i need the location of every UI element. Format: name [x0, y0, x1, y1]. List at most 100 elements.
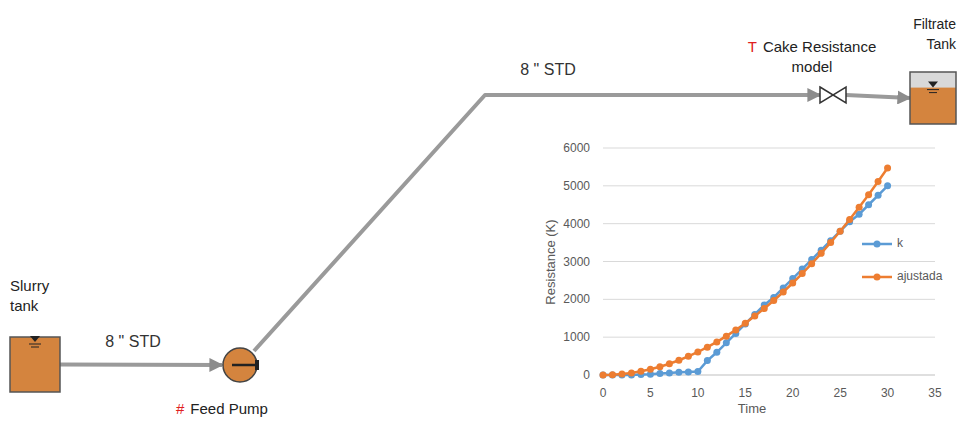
series-point: [827, 239, 834, 246]
tag-marker: #: [176, 400, 184, 417]
node-label: Cake Resistance model: [763, 38, 876, 75]
series-point: [875, 178, 882, 185]
series-point: [647, 366, 654, 373]
series-point: [675, 369, 682, 376]
swatch-dot: [874, 274, 881, 281]
series-point: [600, 372, 607, 379]
tick-label: 1000: [563, 330, 590, 344]
valve-icon: [820, 87, 846, 103]
filtrate-tank: Filtrate Tank: [910, 72, 956, 124]
node-label: Filtrate Tank: [913, 16, 956, 52]
legend-text: ajustada: [897, 269, 942, 283]
tick-label: 6000: [563, 141, 590, 155]
tank-outline: [10, 337, 60, 392]
series-point: [818, 250, 825, 257]
tick-label: 30: [881, 386, 894, 400]
feed-pump: #Feed Pump: [222, 347, 258, 383]
chart-series: [600, 164, 892, 378]
series-point: [837, 228, 844, 235]
tick-label: 0: [600, 386, 607, 400]
legend-row: k: [860, 236, 942, 269]
legend-text: k: [897, 236, 903, 250]
level-mark: [29, 344, 41, 345]
tick-label: 10: [691, 386, 704, 400]
axis-title: Time: [738, 402, 766, 416]
pump-stub: [255, 360, 259, 370]
chart-grid: [603, 148, 935, 337]
data-series: [600, 182, 892, 378]
tick-label: 35: [928, 386, 941, 400]
grid-line: [603, 148, 935, 149]
tick-label: 4000: [563, 217, 590, 231]
tick-label: 3000: [563, 255, 590, 269]
series-point: [666, 370, 673, 377]
series-point: [704, 357, 711, 364]
series-point: [875, 192, 882, 199]
series-point: [694, 368, 701, 375]
tank-liquid: [10, 337, 60, 392]
legend-swatch: [860, 269, 894, 283]
level-mark: [928, 82, 938, 88]
tank-headspace: [910, 72, 956, 124]
tick-label: 0: [583, 368, 590, 382]
series-point: [751, 313, 758, 320]
series-point: [609, 371, 616, 378]
node-label: Slurry tank: [10, 277, 49, 314]
tick-label: 2000: [563, 292, 590, 306]
series-point: [856, 204, 863, 211]
legend-swatch: [860, 236, 894, 250]
pump-body: [223, 348, 257, 382]
series-point: [884, 164, 891, 171]
chart-background: [540, 140, 958, 420]
tick-label: 25: [833, 386, 846, 400]
valve-symbol: [820, 87, 846, 103]
tick-label: 15: [739, 386, 752, 400]
grid-line: [603, 261, 935, 262]
series-point: [723, 339, 730, 346]
series-point: [742, 320, 749, 327]
pipe-connector: [254, 95, 820, 351]
series-point: [837, 228, 844, 235]
series-point: [685, 353, 692, 360]
pipe-connector: [60, 363, 222, 368]
tick-label: 20: [786, 386, 799, 400]
pipe-connector: [846, 95, 910, 98]
cake-resistance-valve: TCake Resistance model: [820, 87, 846, 103]
node-caption: Filtrate Tank: [902, 14, 956, 54]
series-point: [846, 216, 853, 223]
data-series: [600, 164, 892, 378]
level-mark: [929, 92, 937, 93]
series-point: [685, 368, 692, 375]
series-point: [865, 201, 872, 208]
series-point: [618, 371, 625, 378]
series-point: [637, 368, 644, 375]
slurry-tank: Slurry tank: [10, 337, 60, 392]
series-point: [723, 333, 730, 340]
series-point: [884, 182, 891, 189]
series-line: [603, 168, 888, 375]
tank-liquid: [910, 88, 956, 124]
series-point: [694, 348, 701, 355]
tank-icon: [10, 337, 60, 392]
series-point: [656, 370, 663, 377]
series-line: [603, 186, 888, 375]
series-point: [799, 270, 806, 277]
series-point: [618, 372, 625, 379]
series-point: [761, 305, 768, 312]
series-point: [704, 344, 711, 351]
tank-outline: [910, 72, 956, 124]
tick-label: 5000: [563, 179, 590, 193]
series-point: [713, 349, 720, 356]
series-point: [789, 279, 796, 286]
node-caption: TCake Resistance model: [737, 37, 887, 77]
pipes: [60, 95, 910, 365]
grid-line: [603, 337, 935, 338]
series-point: [609, 372, 616, 379]
node-caption: Slurry tank: [10, 276, 70, 316]
grid-line: [603, 223, 935, 224]
chart-legend: k ajustada: [860, 236, 942, 302]
node-caption: #Feed Pump: [176, 399, 316, 419]
series-point: [656, 363, 663, 370]
